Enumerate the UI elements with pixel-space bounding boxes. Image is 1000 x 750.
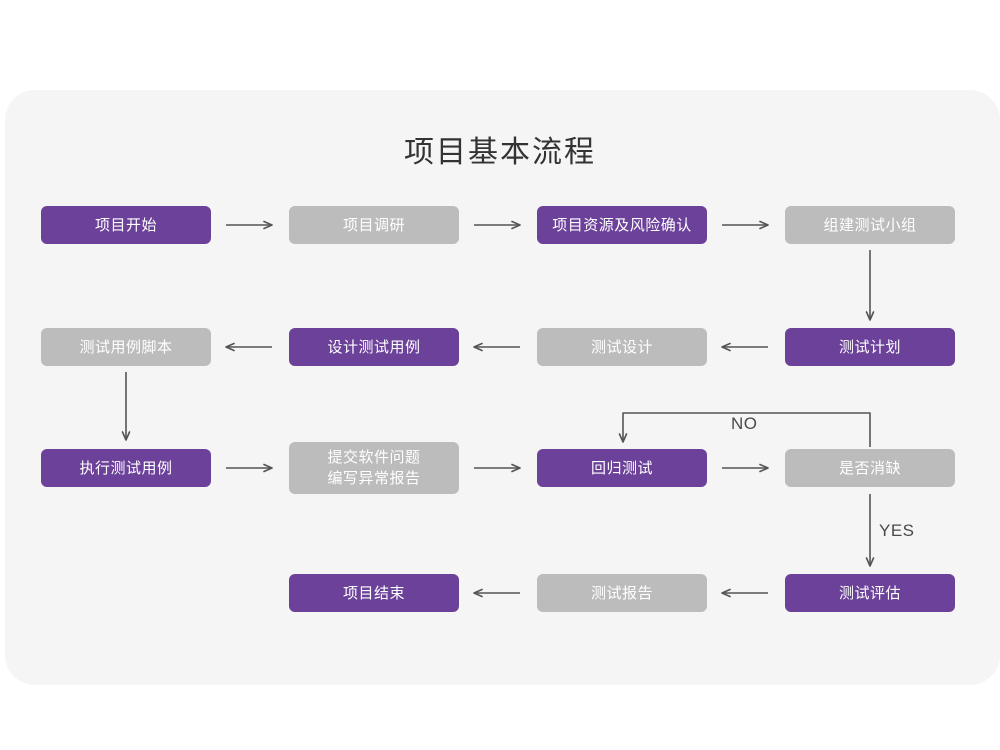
page-title: 项目基本流程 (404, 136, 596, 169)
node-resource-risk-confirm[interactable]: 项目资源及风险确认 (537, 206, 707, 244)
node-test-design[interactable]: 测试设计 (537, 328, 707, 366)
node-form-test-team[interactable]: 组建测试小组 (785, 206, 955, 244)
node-test-evaluation[interactable]: 测试评估 (785, 574, 955, 612)
node-execute-test-case[interactable]: 执行测试用例 (41, 449, 211, 487)
node-project-research[interactable]: 项目调研 (289, 206, 459, 244)
node-defect-resolved-decision[interactable]: 是否消缺 (785, 449, 955, 487)
node-test-plan[interactable]: 测试计划 (785, 328, 955, 366)
node-test-report[interactable]: 测试报告 (537, 574, 707, 612)
node-project-start[interactable]: 项目开始 (41, 206, 211, 244)
branch-label-yes: YES (879, 521, 915, 540)
branch-label-no: NO (731, 414, 758, 433)
node-test-case-script[interactable]: 测试用例脚本 (41, 328, 211, 366)
node-submit-defect-report[interactable]: 提交软件问题 编写异常报告 (289, 442, 459, 494)
node-project-end[interactable]: 项目结束 (289, 574, 459, 612)
node-regression-test[interactable]: 回归测试 (537, 449, 707, 487)
node-design-test-case[interactable]: 设计测试用例 (289, 328, 459, 366)
